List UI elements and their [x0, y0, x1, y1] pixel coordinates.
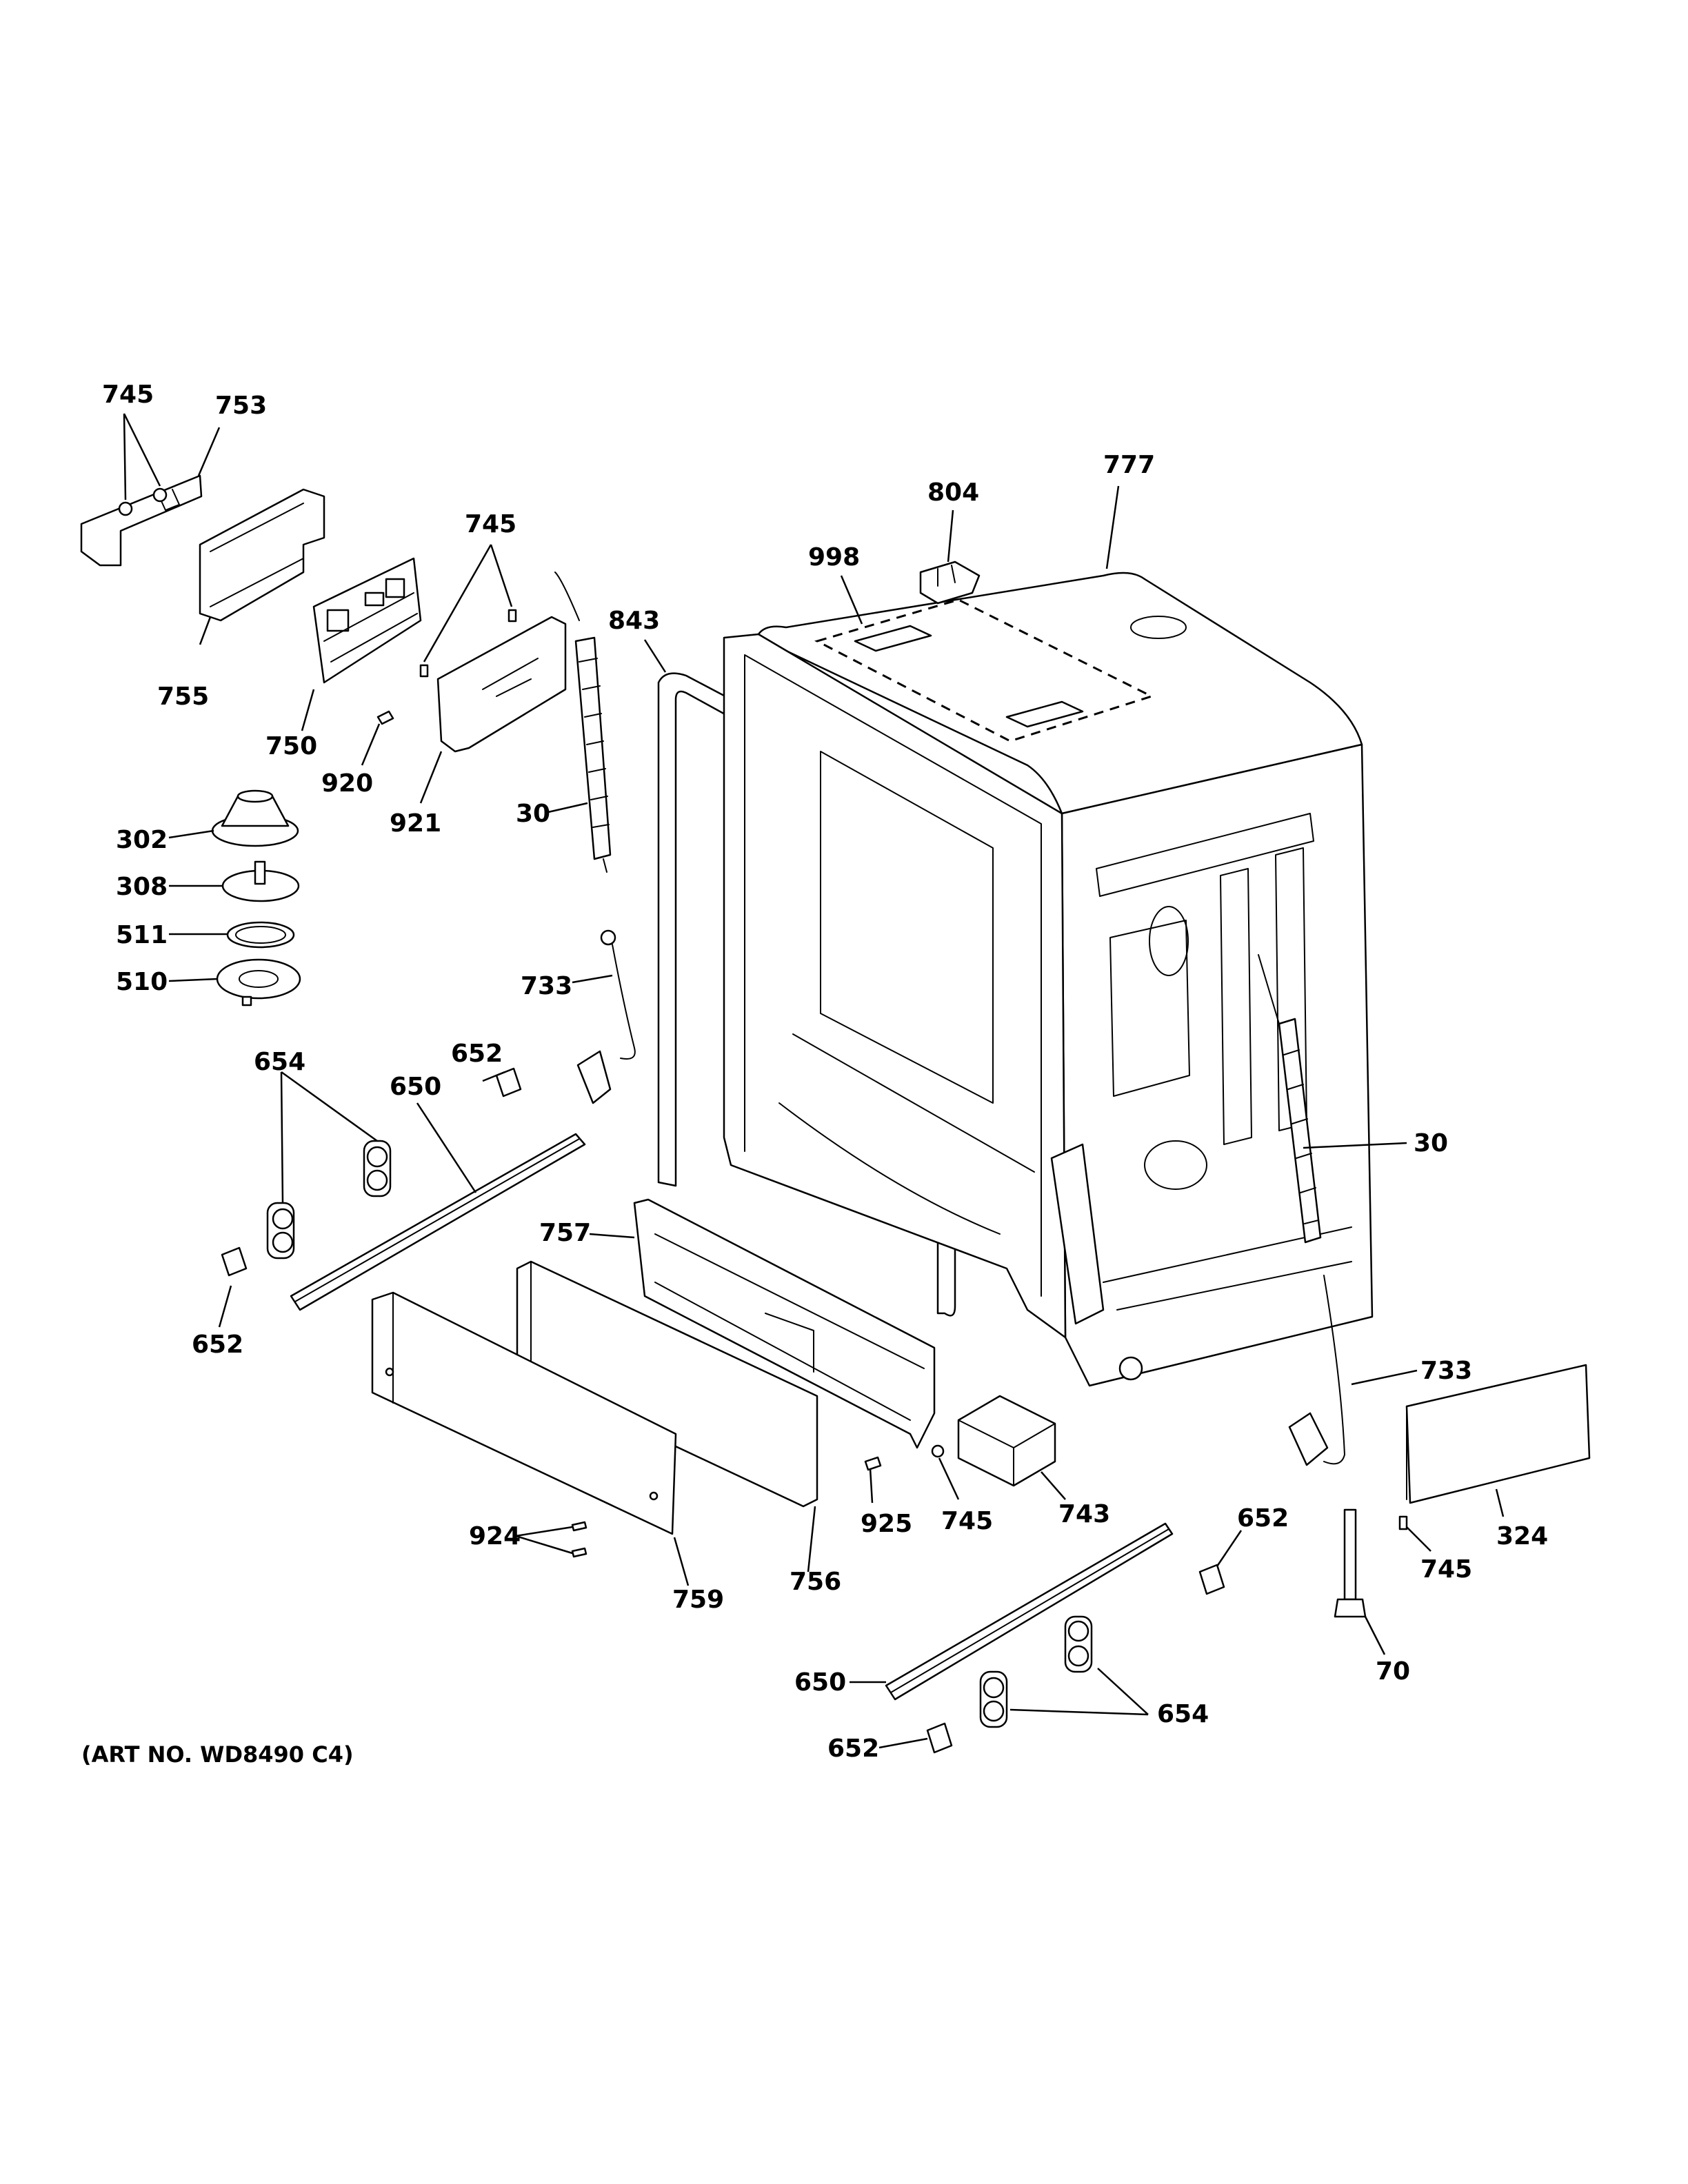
art-number-caption: (ART NO. WD8490 C4) — [81, 1741, 354, 1768]
clips-652-left — [221, 1067, 522, 1277]
callout-777: 777 — [1103, 451, 1155, 479]
kick-panel-759 — [371, 1291, 677, 1535]
bracket-757 — [633, 1198, 936, 1449]
control-board-750 — [312, 557, 422, 684]
pump-base-510 — [216, 958, 301, 1007]
callout-650: 650 — [390, 1073, 441, 1101]
board-cover-921 — [436, 616, 567, 753]
door-gasket-843 — [657, 672, 956, 1317]
panel-324 — [1405, 1364, 1591, 1504]
callout-745: 745 — [465, 510, 516, 538]
tub-assembly-777 — [723, 572, 1374, 1387]
callout-753: 753 — [215, 392, 267, 420]
screw-745-right — [1398, 1515, 1408, 1530]
impeller-308 — [221, 860, 300, 902]
clip-920 — [376, 710, 394, 725]
callout-308: 308 — [116, 873, 168, 901]
mounting-plate-755 — [199, 488, 325, 622]
dashed-outline-998 — [814, 598, 1154, 742]
callout-757: 757 — [539, 1219, 591, 1247]
rail-650-right — [885, 1522, 1174, 1701]
bracket-753 — [80, 474, 203, 567]
wheels-654-left — [266, 1140, 392, 1260]
clips-652-right — [926, 1564, 1225, 1754]
leveling-leg-70 — [1334, 1508, 1367, 1618]
callout-654: 654 — [1157, 1700, 1209, 1728]
cable-733-left — [576, 929, 636, 1104]
callout-70: 70 — [1376, 1657, 1410, 1686]
callout-652: 652 — [1237, 1504, 1289, 1533]
callout-920: 920 — [321, 769, 373, 798]
box-743 — [957, 1395, 1056, 1487]
pump-cap-302 — [211, 789, 299, 847]
callout-759: 759 — [672, 1586, 724, 1614]
callout-921: 921 — [390, 809, 441, 838]
callout-843: 843 — [608, 607, 660, 635]
callout-804: 804 — [927, 478, 979, 507]
callout-labels: 745 753 755 750 745 920 921 30 843 998 8… — [102, 381, 1548, 1763]
screws-745-cover — [419, 609, 517, 678]
callout-743: 743 — [1058, 1500, 1110, 1528]
callout-998: 998 — [808, 543, 860, 572]
callout-511: 511 — [116, 921, 168, 949]
leader-lines — [123, 413, 1505, 1749]
module-804 — [919, 560, 981, 605]
callout-30: 30 — [516, 800, 550, 828]
callout-654: 654 — [254, 1048, 305, 1076]
callout-510: 510 — [116, 968, 168, 996]
callout-650: 650 — [794, 1668, 846, 1697]
callout-652: 652 — [827, 1735, 879, 1763]
wheels-654-right — [979, 1615, 1093, 1728]
spring-30-left — [554, 572, 612, 873]
gasket-511 — [226, 921, 295, 949]
callout-745: 745 — [941, 1507, 993, 1535]
callout-324: 324 — [1496, 1522, 1548, 1550]
callout-652: 652 — [451, 1040, 503, 1068]
callout-925: 925 — [861, 1510, 912, 1538]
callout-745: 745 — [1420, 1555, 1472, 1584]
screws-924 — [571, 1521, 587, 1558]
callout-750: 750 — [265, 732, 317, 760]
callout-924: 924 — [469, 1522, 521, 1550]
callout-30: 30 — [1414, 1129, 1448, 1157]
cable-733-right — [1288, 1275, 1345, 1466]
callout-755: 755 — [157, 682, 209, 711]
screws-925-745 — [864, 1444, 945, 1471]
callout-745: 745 — [102, 381, 154, 409]
callout-733: 733 — [521, 972, 572, 1000]
callout-756: 756 — [790, 1568, 841, 1596]
callout-733: 733 — [1420, 1357, 1472, 1385]
spring-30-right — [1258, 954, 1322, 1244]
callout-302: 302 — [116, 826, 168, 854]
callout-652: 652 — [192, 1331, 243, 1359]
rail-650-left — [290, 1133, 586, 1311]
